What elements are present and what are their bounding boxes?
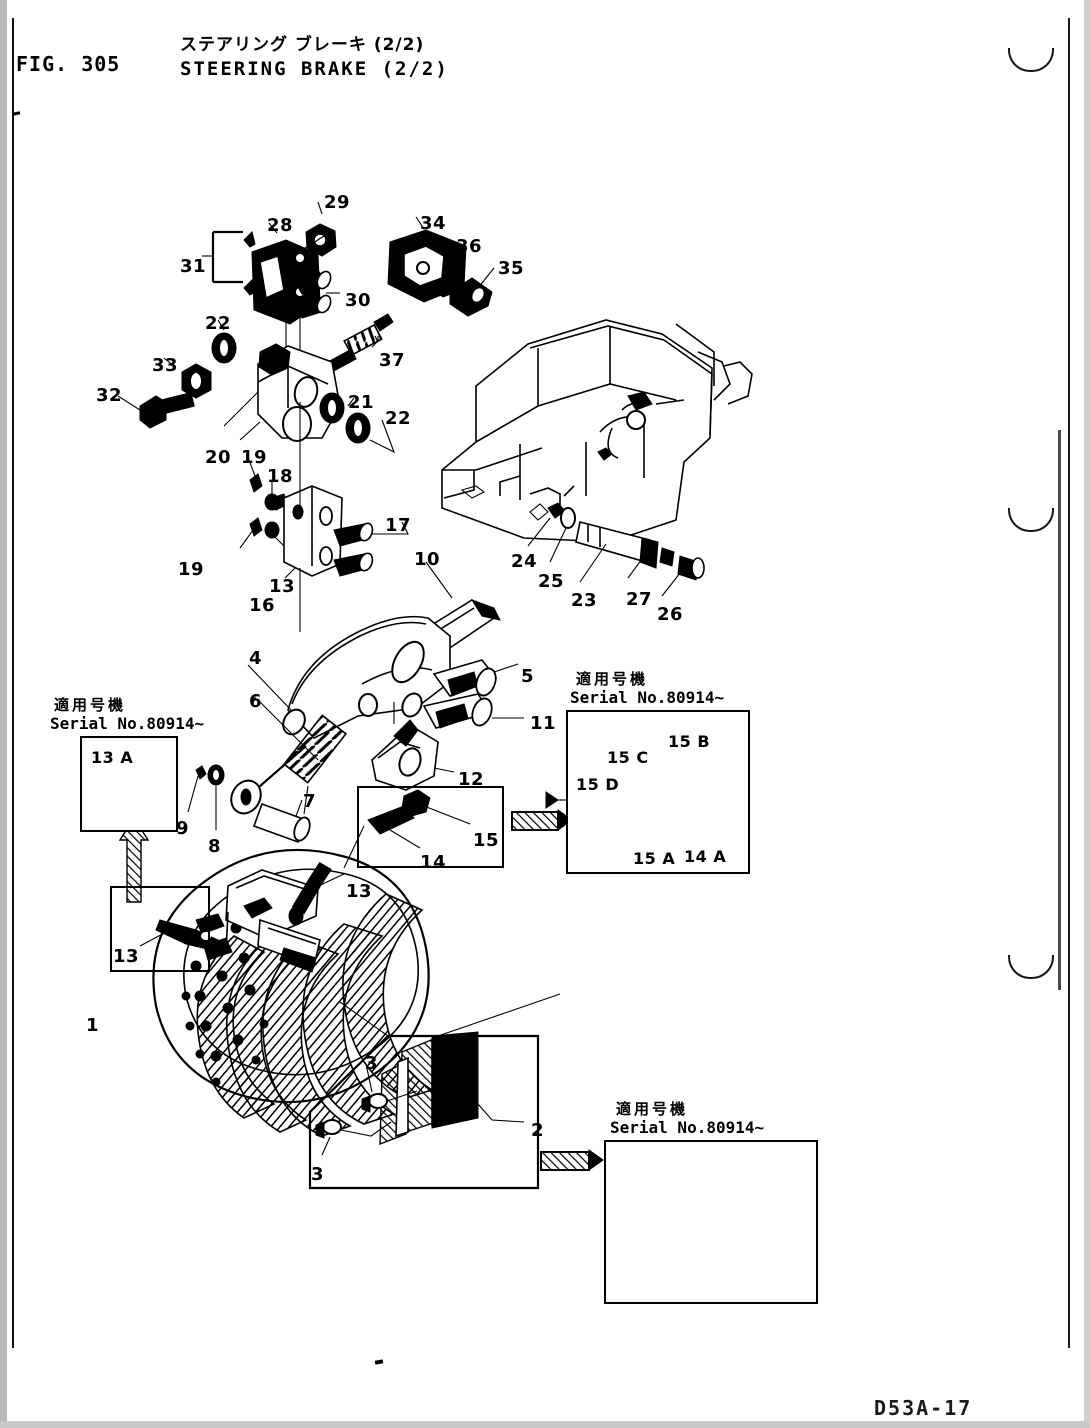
callout-number: 10 bbox=[414, 549, 441, 570]
inset-box-14-15 bbox=[357, 786, 504, 868]
scan-edge-right bbox=[1084, 0, 1090, 1428]
part-group-spring-rod-37 bbox=[299, 313, 394, 384]
callout-number: 26 bbox=[657, 604, 684, 625]
callout-number: 21 bbox=[348, 392, 375, 413]
callout-number: 8 bbox=[208, 836, 222, 857]
serial-note-middle-jp: 適用号機 bbox=[576, 670, 649, 688]
serial-note-bottom-jp: 適用号機 bbox=[616, 1100, 689, 1118]
callout-number: 12 bbox=[458, 769, 485, 790]
punch-hole-arc-middle bbox=[1008, 508, 1054, 532]
serial-note-bottom-en: Serial No.80914~ bbox=[610, 1118, 765, 1137]
callout-number: 20 bbox=[205, 447, 232, 468]
punch-hole-arc-top bbox=[1008, 48, 1054, 72]
callout-number: 23 bbox=[571, 590, 598, 611]
callout-number: 34 bbox=[420, 213, 447, 234]
callout-number: 24 bbox=[511, 551, 538, 572]
scan-edge-left bbox=[0, 0, 7, 1428]
callout-number: 6 bbox=[249, 691, 263, 712]
callout-number: 18 bbox=[267, 466, 294, 487]
title-japanese: ステアリング ブレーキ (2/2) bbox=[180, 35, 425, 55]
scan-artifact-dot bbox=[12, 111, 21, 116]
callout-number: 1 bbox=[86, 1015, 100, 1036]
page-number: D53A-17 bbox=[874, 1396, 973, 1420]
callout-number: 16 bbox=[249, 595, 276, 616]
connector-arrow-middle-inset bbox=[511, 809, 573, 831]
callout-number: 14 bbox=[420, 852, 447, 873]
callout-number: 15 bbox=[473, 830, 500, 851]
callout-number: 32 bbox=[96, 385, 123, 406]
callout-number: 3 bbox=[311, 1164, 325, 1185]
serial-note-middle-en: Serial No.80914~ bbox=[570, 688, 725, 707]
inset-box-lining-bottom bbox=[604, 1140, 818, 1304]
callout-number: 13 bbox=[113, 946, 140, 967]
callout-number: 15 D bbox=[576, 775, 620, 794]
callout-number: 27 bbox=[626, 589, 653, 610]
scan-edge-bottom bbox=[0, 1421, 1090, 1428]
punch-hole-arc-bottom bbox=[1008, 955, 1054, 979]
callout-number: 36 bbox=[456, 236, 483, 257]
callout-number: 15 A bbox=[633, 849, 676, 868]
callout-number: 3 bbox=[365, 1053, 379, 1074]
callout-number: 7 bbox=[303, 791, 317, 812]
callout-number: 9 bbox=[176, 818, 190, 839]
page-frame-right-rule-secondary bbox=[1058, 430, 1061, 990]
scan-artifact-tick bbox=[374, 1359, 384, 1365]
inset-box-13 bbox=[110, 886, 210, 972]
lining-detail-callout bbox=[308, 993, 604, 1190]
callout-number: 14 A bbox=[684, 847, 727, 866]
callout-number: 2 bbox=[531, 1120, 545, 1141]
callout-number: 19 bbox=[178, 559, 205, 580]
callout-number: 4 bbox=[249, 648, 263, 669]
callout-number: 13 bbox=[269, 576, 296, 597]
callout-number: 28 bbox=[267, 215, 294, 236]
callout-number: 22 bbox=[205, 313, 232, 334]
part-group-knuckle-20 bbox=[117, 319, 396, 454]
callout-number: 37 bbox=[379, 350, 406, 371]
callout-number: 5 bbox=[521, 666, 535, 687]
serial-note-left-jp: 適用号機 bbox=[54, 696, 127, 714]
callout-number: 17 bbox=[385, 515, 412, 536]
callout-number: 30 bbox=[345, 290, 372, 311]
callout-number: 29 bbox=[324, 192, 351, 213]
figure-id: FIG. 305 bbox=[16, 52, 121, 76]
callout-number: 15 B bbox=[668, 732, 711, 751]
page-frame-right-rule bbox=[1068, 18, 1070, 1348]
inset-box-13a bbox=[80, 736, 178, 832]
part-group-steering-case bbox=[441, 319, 753, 543]
serial-note-left-en: Serial No.80914~ bbox=[50, 714, 205, 733]
callout-number: 11 bbox=[530, 713, 557, 734]
callout-number: 35 bbox=[498, 258, 525, 279]
callout-number: 13 bbox=[346, 881, 373, 902]
callout-number: 15 C bbox=[607, 748, 649, 767]
callout-number: 25 bbox=[538, 571, 565, 592]
inset-box-15-series bbox=[566, 710, 750, 874]
page-frame-left-rule bbox=[12, 18, 14, 1348]
callout-number: 19 bbox=[241, 447, 268, 468]
callout-number: 13 A bbox=[91, 748, 134, 767]
callout-number: 31 bbox=[180, 256, 207, 277]
callout-number: 33 bbox=[152, 355, 179, 376]
callout-number: 22 bbox=[385, 408, 412, 429]
title-english: STEERING BRAKE (2/2) bbox=[180, 58, 449, 80]
